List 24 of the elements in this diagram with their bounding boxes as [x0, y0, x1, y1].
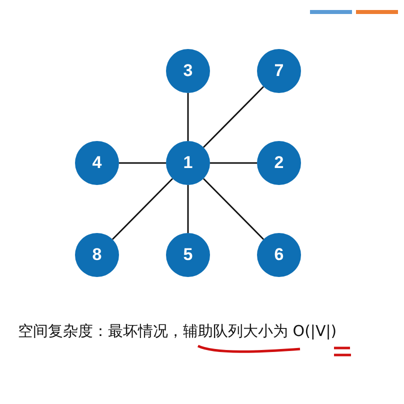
node-number: 6 — [274, 245, 284, 265]
node-number: 1 — [183, 153, 193, 173]
edge-line — [202, 86, 264, 148]
node-number: 2 — [274, 153, 284, 173]
edge-line — [187, 185, 189, 233]
edge-line — [202, 178, 264, 240]
node-number: 4 — [92, 153, 102, 173]
node-number: 7 — [274, 61, 284, 81]
node-number: 8 — [92, 245, 102, 265]
graph-node — [257, 233, 301, 277]
graph-node — [166, 141, 210, 185]
graph-node — [75, 141, 119, 185]
graph-node — [75, 233, 119, 277]
edge-line — [187, 93, 189, 141]
graph-node — [166, 49, 210, 93]
graph-node — [166, 233, 210, 277]
graph-node — [257, 49, 301, 93]
edge-line — [112, 178, 174, 240]
graph-node — [257, 141, 301, 185]
node-number: 5 — [183, 245, 193, 265]
note-text: 空间复杂度：最坏情况，辅助队列大小为 O(|V|) — [18, 322, 337, 341]
node-number: 3 — [183, 61, 193, 81]
edge-line — [210, 162, 257, 164]
edge-line — [119, 162, 166, 164]
